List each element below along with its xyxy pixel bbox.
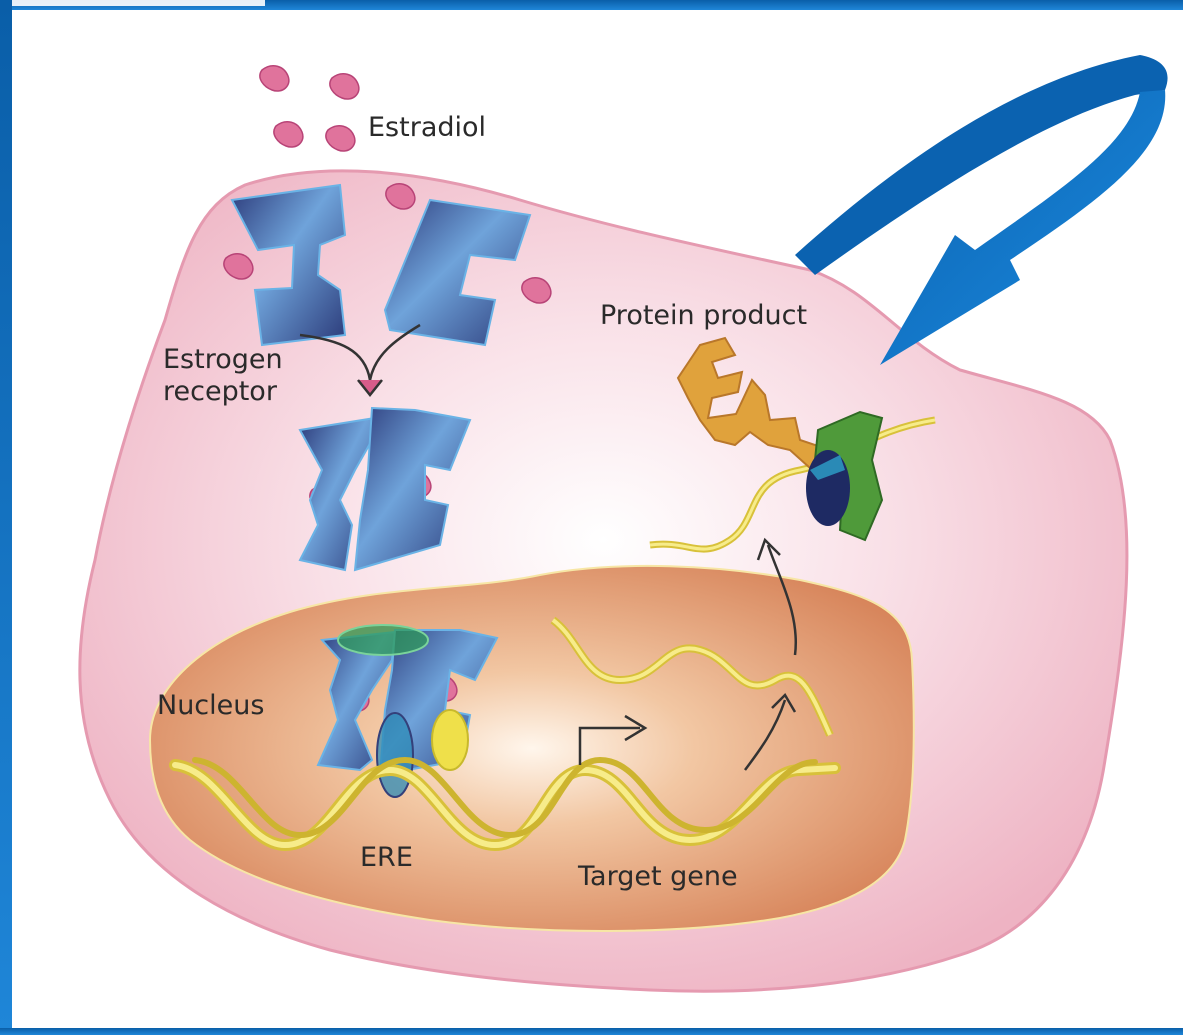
estradiol-molecule — [274, 122, 303, 147]
label-target-gene: Target gene — [577, 861, 738, 892]
label-nucleus: Nucleus — [157, 690, 264, 721]
coactivator-blue — [377, 713, 413, 797]
coactivator-green — [338, 625, 428, 655]
frame-bottom-bar — [0, 1028, 1183, 1035]
label-receptor-line2: receptor — [163, 376, 278, 407]
estradiol-molecule — [330, 74, 359, 99]
label-protein-product: Protein product — [600, 300, 807, 331]
estradiol-molecule — [260, 66, 289, 91]
frame-left-bar — [0, 0, 12, 1035]
label-estrogen-line1: Estrogen — [163, 344, 283, 375]
label-estradiol: Estradiol — [368, 112, 486, 143]
frame-top-notch — [0, 0, 265, 6]
coactivator-yellow — [432, 710, 468, 770]
label-ere: ERE — [360, 842, 413, 873]
estradiol-molecule — [326, 126, 355, 151]
nucleus — [150, 566, 914, 931]
